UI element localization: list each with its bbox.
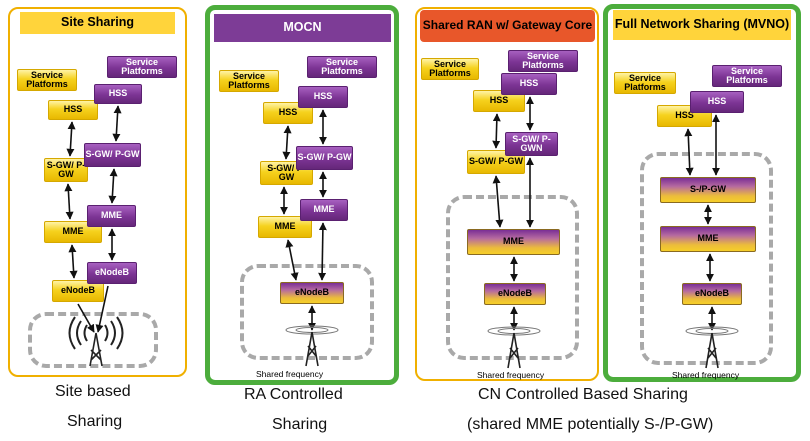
caption-site-based-line1: Site based <box>55 383 131 400</box>
arrow-sgw-mme-b <box>108 168 118 204</box>
cell-tower-icon <box>285 325 339 367</box>
hss-node-operator-b: HSS <box>501 73 557 95</box>
arrow-enodeb-tower-b <box>95 285 109 333</box>
caption-cn-controlled-line2: (shared MME potentially S-/P-GW) <box>467 416 714 433</box>
caption-cn-controlled-line1: CN Controlled Based Sharing <box>478 386 688 403</box>
hss-node-operator-a: HSS <box>473 90 525 112</box>
arrow-hss-sgw <box>684 128 694 176</box>
caption-ra-controlled-line1: RA Controlled <box>244 386 343 403</box>
service-platforms-node-operator-a: Service Platforms <box>17 69 77 91</box>
caption-site-based-line2: Sharing <box>67 413 123 430</box>
mme-shared-node: MME <box>467 229 560 255</box>
sgw-pgw-node-operator-b: S-GW/ P-GW <box>296 146 353 170</box>
arrow-hss-sgw <box>282 125 292 160</box>
arrow-mme-enodeb <box>285 239 299 281</box>
enodeb-shared-node: eNodeB <box>280 282 344 304</box>
sgw-pgw-node-operator-b: S-GW/ P-GW <box>84 143 141 167</box>
enodeb-node-operator-b: eNodeB <box>87 262 137 284</box>
panel-header-site-sharing: Site Sharing <box>20 12 175 34</box>
mme-node-operator-a: MME <box>258 216 312 238</box>
mme-shared-node: MME <box>660 226 756 252</box>
enodeb-node-operator-a: eNodeB <box>52 280 104 302</box>
arrow-enodeb-tower <box>77 303 95 333</box>
panel-header-shared-ran: Shared RAN w/ Gateway Core <box>420 10 595 42</box>
service-platforms-node-operator-a: Service Platforms <box>421 58 479 80</box>
shared-frequency-label: Shared frequency <box>256 369 324 379</box>
cell-tower-icon <box>487 326 541 369</box>
cell-tower-icon <box>68 316 124 367</box>
mme-node-operator-b: MME <box>300 199 348 221</box>
service-platforms-node-operator-b: Service Platforms <box>307 56 377 78</box>
sgw-pgw-node-operator-b: S-GW/ P-GWN <box>505 132 558 156</box>
sgw-pgw-shared-node: S-/P-GW <box>660 177 756 203</box>
arrow-hss-sgw <box>66 121 76 157</box>
hss-node-operator-a: HSS <box>48 100 98 120</box>
enodeb-shared-node: eNodeB <box>484 283 546 305</box>
arrow-sgw-mme <box>64 183 74 220</box>
service-platforms-node-operator-b: Service Platforms <box>107 56 177 78</box>
hss-node-operator-b: HSS <box>94 84 142 104</box>
arrow-sgw-mme <box>492 175 504 228</box>
service-platforms-node-operator-a: Service Platforms <box>219 70 279 92</box>
hss-node-operator-b: HSS <box>690 91 744 113</box>
shared-site-boundary <box>28 312 158 368</box>
caption-ra-controlled-line2: Sharing <box>272 416 328 433</box>
enodeb-shared-node: eNodeB <box>682 283 742 305</box>
shared-frequency-label: Shared frequency <box>672 370 740 380</box>
arrow-mme-enodeb-b <box>318 222 327 281</box>
service-platforms-node-operator-b: Service Platforms <box>712 65 782 87</box>
arrow-mme-enodeb <box>68 244 78 279</box>
shared-ran-boundary <box>446 195 579 360</box>
sgw-pgw-node-operator-a: S-GW/ P-GW <box>467 150 525 174</box>
service-platforms-node-operator-a: Service Platforms <box>614 72 676 94</box>
shared-frequency-label: Shared frequency <box>477 370 545 380</box>
hss-node-operator-b: HSS <box>298 86 348 108</box>
cell-tower-icon <box>685 326 739 369</box>
mme-node-operator-b: MME <box>87 205 136 227</box>
panel-header-full-network-sharing: Full Network Sharing (MVNO) <box>613 10 791 40</box>
arrow-hss-sgw <box>492 113 501 149</box>
panel-header-mocn: MOCN <box>214 14 391 42</box>
arrow-hss-sgw-b <box>112 105 122 142</box>
sgw-pgw-node-operator-a: S-GW/ P-GW <box>44 158 88 182</box>
service-platforms-node-operator-b: Service Platforms <box>508 50 578 72</box>
